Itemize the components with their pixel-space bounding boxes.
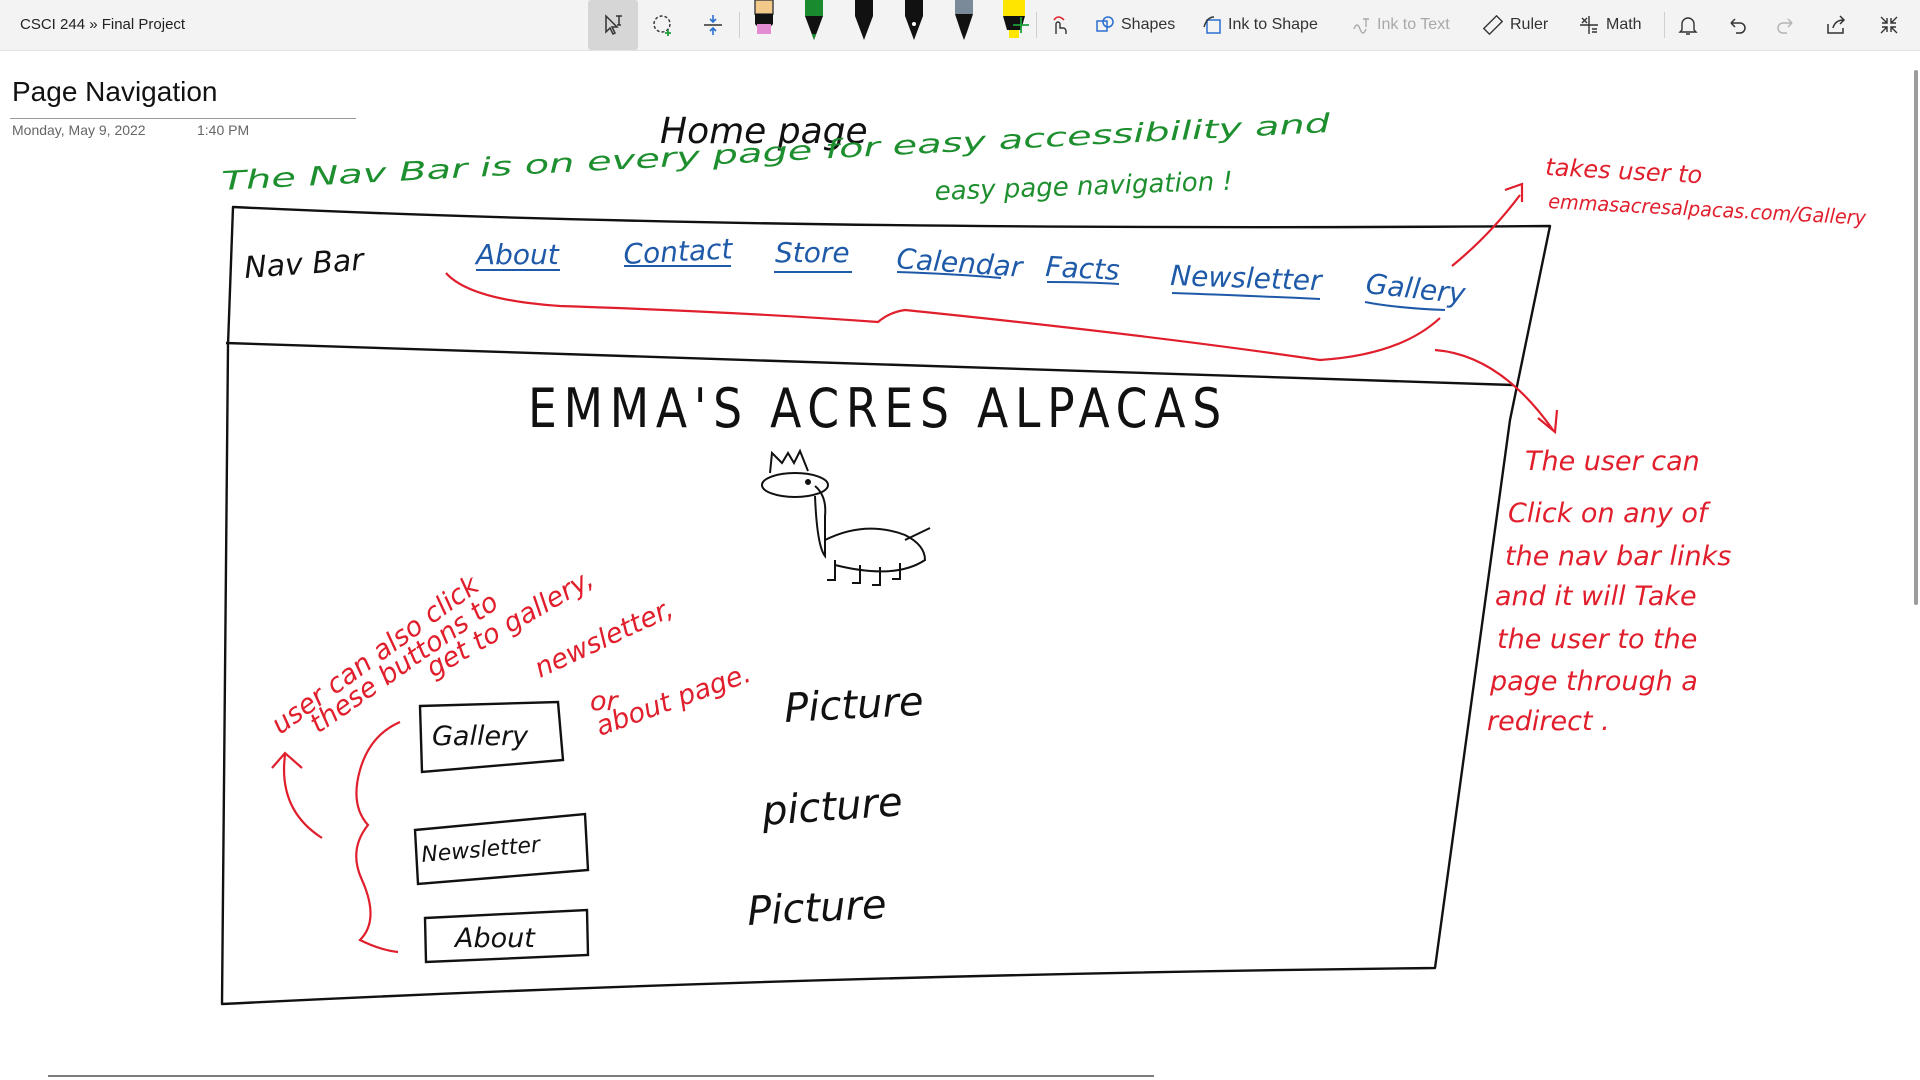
touch-draw-icon[interactable] <box>1040 6 1078 44</box>
red-note-nav: The user can Click on any of the nav bar… <box>1487 446 1731 737</box>
nav-links-bracket <box>445 272 1441 362</box>
red-note-buttons: user can also click these buttons to get… <box>266 563 755 742</box>
page-date: Monday, May 9, 2022 <box>12 122 146 138</box>
nav-link-about[interactable]: About <box>474 238 560 271</box>
ruler-label: Ruler <box>1510 16 1549 33</box>
math-icon <box>1580 16 1598 34</box>
buttons-arrow <box>271 751 323 839</box>
navbar-divider <box>225 341 1514 387</box>
nav-link-calendar[interactable]: Calendar <box>896 242 1025 284</box>
breadcrumb[interactable]: CSCI 244 » Final Project <box>20 16 186 33</box>
vertical-scrollbar[interactable] <box>1914 70 1918 605</box>
bell-icon[interactable] <box>1669 6 1707 44</box>
highlighter-yellow-icon[interactable] <box>1000 0 1028 44</box>
add-space-icon[interactable] <box>694 6 732 44</box>
pen-black-icon[interactable] <box>850 0 878 44</box>
ink-to-text-icon <box>1353 18 1369 34</box>
red-note-buttons-line: these buttons to <box>304 587 504 740</box>
red-note-nav-line: the user to the <box>1497 624 1697 655</box>
page-title[interactable]: Page Navigation <box>12 76 218 107</box>
pen-black-fine-icon[interactable] <box>900 0 928 44</box>
shapes-icon <box>1096 16 1114 32</box>
nav-link-facts[interactable]: Facts <box>1045 250 1121 287</box>
nav-link-newsletter[interactable]: Newsletter <box>1170 259 1324 297</box>
sketch-button-newsletter[interactable]: Newsletter <box>413 812 590 886</box>
picture-placeholder: Picture <box>746 882 888 935</box>
ink-to-text-button[interactable]: Ink to Text <box>1351 8 1450 42</box>
pen-peach-icon[interactable] <box>750 0 778 44</box>
sketch-button-about[interactable]: About <box>423 908 590 964</box>
sketch-button-gallery-label: Gallery <box>432 721 529 752</box>
red-note-nav-line: and it will Take <box>1495 581 1697 612</box>
red-note-gallery-line1: takes user to <box>1545 153 1703 189</box>
site-title: EMMA'S ACRES ALPACAS <box>528 377 1228 440</box>
picture-placeholder: Picture <box>783 679 925 732</box>
red-note-buttons-line: or <box>590 686 620 717</box>
buttons-bracket <box>355 720 401 954</box>
add-pen-icon[interactable] <box>1002 6 1040 44</box>
red-note-gallery-line2: emmasacresalpacas.com/Gallery <box>1548 189 1868 230</box>
page-bottom-line <box>48 1075 1154 1077</box>
red-note-nav-line: redirect . <box>1487 706 1610 737</box>
red-note-nav-line: page through a <box>1489 666 1698 697</box>
ink-to-text-label: Ink to Text <box>1377 16 1450 33</box>
math-label: Math <box>1606 16 1642 33</box>
red-note-nav-line: Click on any of <box>1508 498 1711 529</box>
ink-to-shape-icon <box>1203 16 1221 34</box>
share-icon[interactable] <box>1817 6 1855 44</box>
nav-link-underlines <box>476 265 1446 311</box>
picture-placeholder: picture <box>759 779 903 835</box>
nav-arrow <box>1434 348 1559 435</box>
green-note-line2: easy page navigation ! <box>934 167 1233 207</box>
undo-icon[interactable] <box>1718 6 1756 44</box>
ruler-button[interactable]: Ruler <box>1482 8 1548 42</box>
sketch-button-about-label: About <box>453 923 536 954</box>
red-note-nav-line: the nav bar links <box>1505 541 1731 572</box>
nav-links: About Contact Store Calendar Facts Newsl… <box>474 232 1467 310</box>
page-time: 1:40 PM <box>197 122 250 138</box>
alpaca-doodle <box>761 448 931 586</box>
nav-link-contact[interactable]: Contact <box>623 232 735 271</box>
sketch-button-gallery[interactable]: Gallery <box>418 700 565 774</box>
math-button[interactable]: Math <box>1578 8 1642 42</box>
pen-gray-icon[interactable] <box>950 0 978 44</box>
lasso-select-icon[interactable] <box>644 6 682 44</box>
nav-link-store[interactable]: Store <box>775 236 850 269</box>
sketch-button-newsletter-label: Newsletter <box>420 833 543 868</box>
wireframe-border <box>220 205 1552 1006</box>
collapse-icon[interactable] <box>1870 6 1908 44</box>
shapes-label: Shapes <box>1121 16 1176 33</box>
ribbon-toolbar: CSCI 244 » Final Project Shapes Ink to S… <box>0 0 1920 51</box>
home-page-heading: Home page <box>660 111 868 152</box>
ink-to-shape-button[interactable]: Ink to Shape <box>1202 8 1318 42</box>
redo-icon[interactable] <box>1767 6 1805 44</box>
red-note-nav-line: The user can <box>1525 446 1700 477</box>
ruler-icon <box>1482 14 1504 36</box>
title-divider <box>10 118 356 119</box>
ink-to-shape-label: Ink to Shape <box>1228 16 1318 33</box>
nav-bar-label: Nav Bar <box>243 243 366 286</box>
pen-green-icon[interactable] <box>800 0 828 44</box>
type-select-icon[interactable] <box>588 0 638 50</box>
gallery-arrow <box>1451 182 1524 267</box>
shapes-button[interactable]: Shapes <box>1095 8 1175 42</box>
